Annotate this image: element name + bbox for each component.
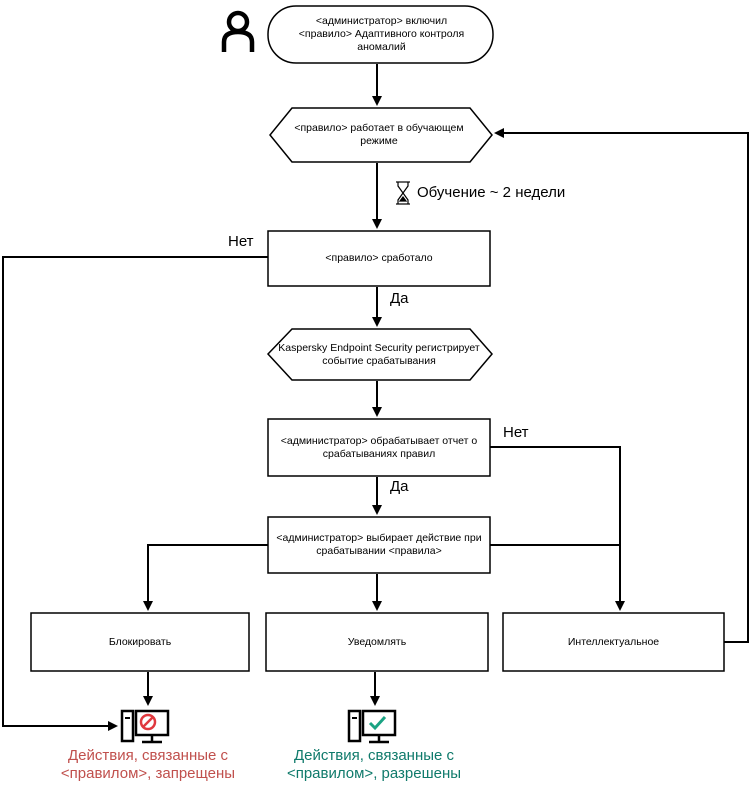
learning-duration-label: Обучение ~ 2 недели (417, 184, 566, 201)
learning-mode-node (269, 107, 493, 163)
user-icon (221, 10, 255, 52)
rule-triggered-node (267, 230, 491, 287)
admin-processes-text: <администратор> обрабатывает отчет о сра… (280, 434, 478, 460)
hourglass-icon (396, 181, 410, 205)
kes-registers-text: Kaspersky Endpoint Security регистрирует… (278, 341, 480, 367)
no-label-triggered: Нет (228, 233, 254, 250)
connectors (2, 64, 749, 731)
action-notify-node (265, 612, 489, 672)
blocked-computer-icon (120, 709, 170, 744)
no-label-processes: Нет (503, 424, 529, 441)
rule-triggered-text: <правило> сработало (325, 252, 433, 264)
result-allowed-text: Действия, связанные с <правилом>, разреш… (286, 747, 462, 782)
start-node (267, 5, 494, 64)
start-node-text: <администратор> включил <правило> Адапти… (298, 15, 465, 53)
kes-registers-node (266, 328, 493, 381)
action-smart-text: Интеллектуальное (567, 635, 660, 648)
result-blocked-text: Действия, связанные с <правилом>, запрещ… (60, 747, 236, 782)
yes-label-processes: Да (390, 478, 409, 495)
action-block-node (30, 612, 250, 672)
admin-chooses-text: <администратор> выбирает действие при ср… (276, 532, 482, 557)
allowed-computer-icon (347, 709, 397, 744)
action-smart-node (502, 612, 725, 672)
admin-processes-node (267, 418, 491, 477)
learning-mode-text: <правило> работает в обучающем режиме (294, 122, 464, 147)
action-block-text: Блокировать (108, 635, 172, 648)
yes-label-triggered: Да (390, 290, 409, 307)
action-notify-text: Уведомлять (347, 635, 407, 648)
